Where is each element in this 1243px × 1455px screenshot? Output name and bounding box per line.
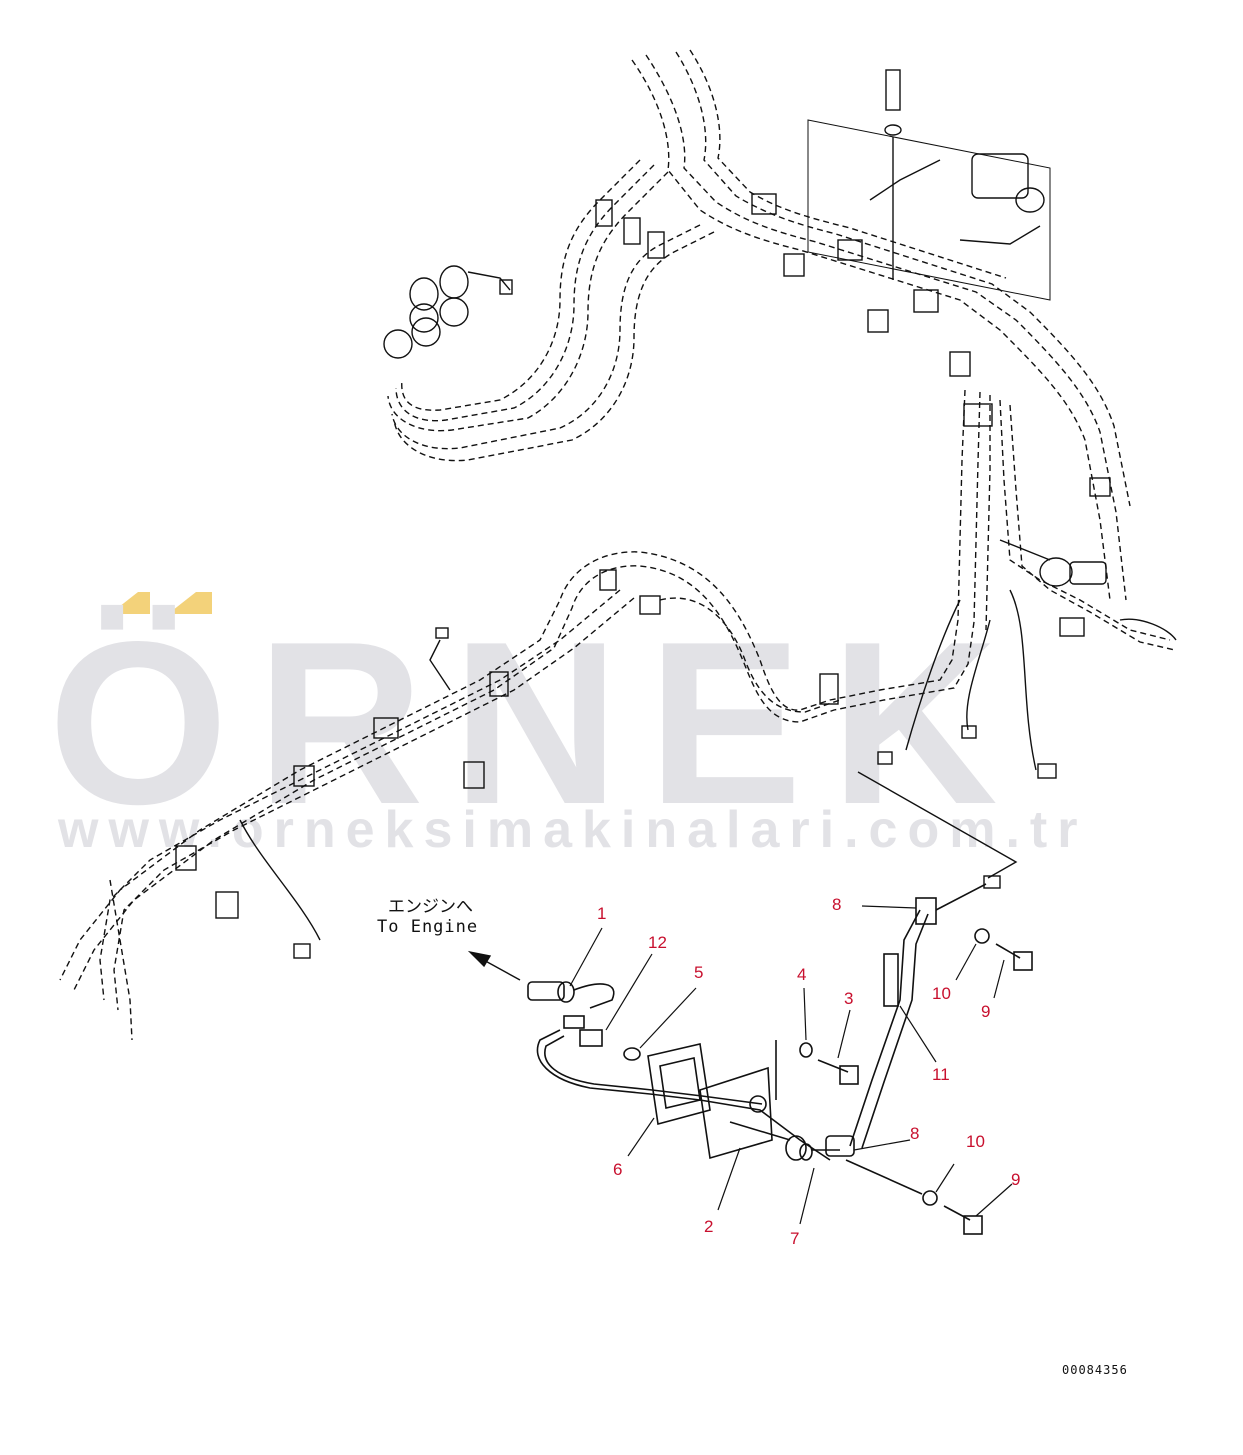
callout-4: 4 — [797, 965, 807, 984]
upper-harness — [59, 49, 1176, 1041]
sensor-assembly — [527, 883, 1033, 1235]
callout-5: 5 — [694, 963, 704, 982]
direction-label-english: To Engine — [377, 917, 479, 937]
callout-1: 1 — [597, 904, 607, 923]
callout-leaders — [569, 905, 1013, 1225]
watermark-brand: ÖRNEK — [48, 594, 1026, 853]
direction-label-japanese: エンジンへ — [388, 897, 473, 917]
callout-9-lower: 9 — [1011, 1170, 1021, 1189]
callout-8-upper: 8 — [832, 895, 842, 914]
callout-8-lower: 8 — [910, 1124, 920, 1143]
callout-10-upper: 10 — [932, 984, 951, 1003]
callout-6: 6 — [613, 1160, 623, 1179]
connector-cluster — [383, 265, 513, 359]
callout-2: 2 — [704, 1217, 714, 1236]
callout-12: 12 — [648, 933, 667, 952]
callout-11: 11 — [932, 1065, 950, 1084]
harness-clamps — [175, 193, 1111, 919]
watermark-url: www.orneksimakinalari.com.tr — [58, 801, 1088, 859]
callout-9-upper: 9 — [981, 1002, 991, 1021]
callout-10-lower: 10 — [966, 1132, 985, 1151]
callout-3: 3 — [844, 989, 854, 1008]
drawing-number: 00084356 — [1062, 1363, 1128, 1377]
bolt-upper — [885, 69, 901, 111]
callout-7: 7 — [790, 1229, 800, 1248]
